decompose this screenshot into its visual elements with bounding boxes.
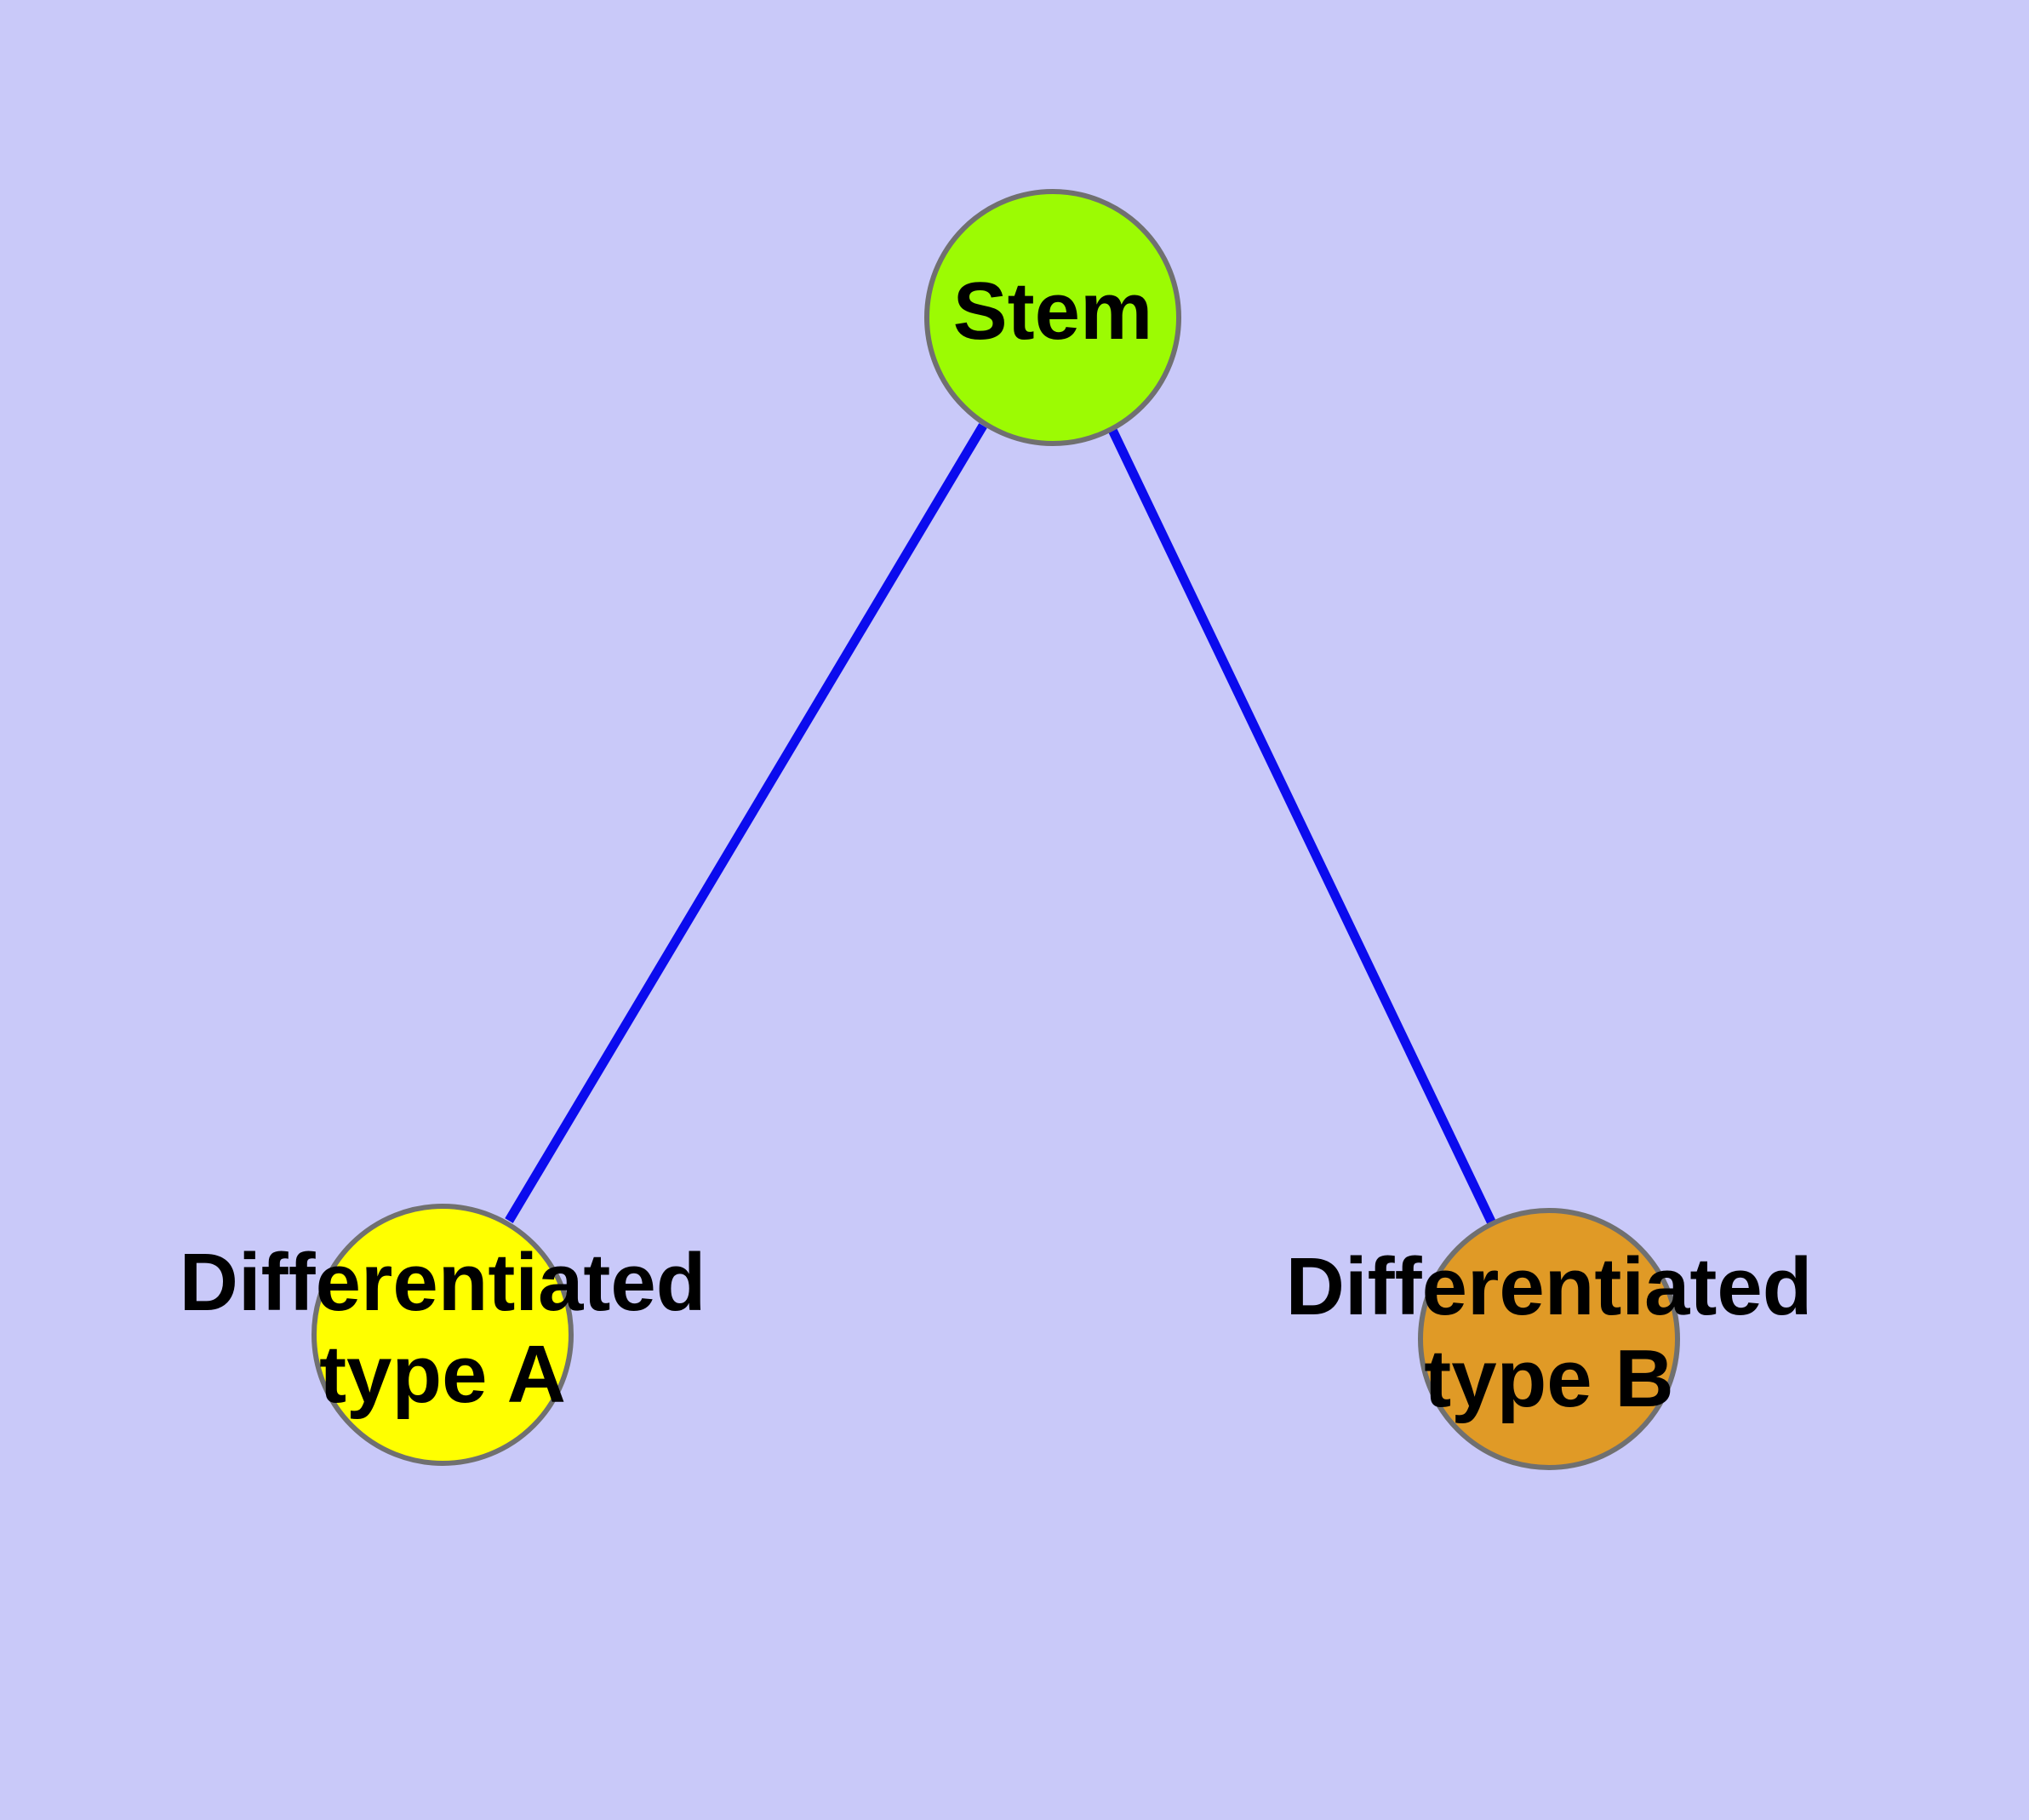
edge-stem-to-type-b[interactable] bbox=[1108, 427, 1496, 1226]
node-differentiated-type-b[interactable] bbox=[1418, 1208, 1680, 1470]
node-type-b-circle[interactable] bbox=[1418, 1208, 1680, 1470]
node-label-line: Stem bbox=[953, 266, 1153, 357]
edge-stem-to-type-a[interactable] bbox=[505, 423, 987, 1223]
node-stem-circle[interactable] bbox=[924, 189, 1181, 446]
edge-layer bbox=[505, 423, 1496, 1226]
node-label-line: Differentiated bbox=[1286, 1242, 1813, 1333]
node-stem-label: Stem bbox=[953, 266, 1153, 357]
node-type-a-circle[interactable] bbox=[311, 1204, 574, 1466]
node-layer bbox=[311, 189, 1680, 1470]
node-differentiated-type-a[interactable] bbox=[311, 1204, 574, 1466]
node-label-line: Differentiated bbox=[180, 1238, 706, 1329]
node-label-line: type B bbox=[1424, 1333, 1673, 1424]
node-stem[interactable] bbox=[924, 189, 1181, 446]
node-label-line: type A bbox=[319, 1329, 566, 1420]
